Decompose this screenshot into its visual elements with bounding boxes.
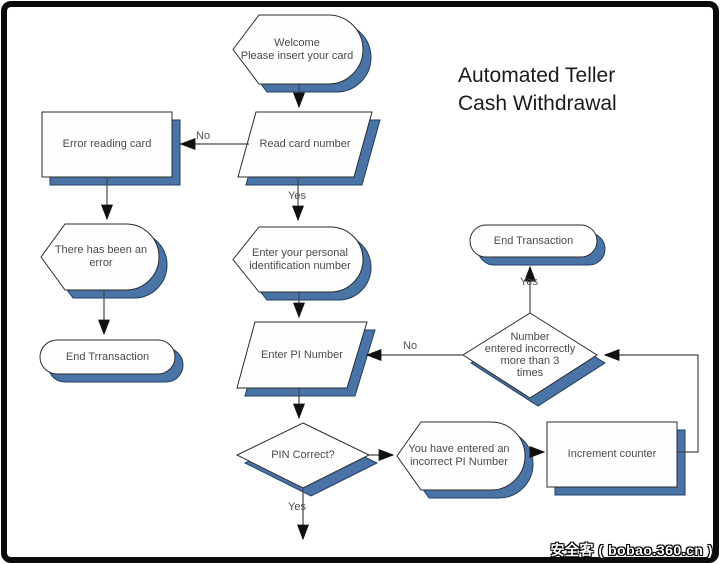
watermark-text: 安全客 ( bobao.360.cn ) [550, 542, 713, 558]
edge-label-retry-yes: Yes [520, 276, 538, 288]
node-pin-correct-label: PIN Correct? [271, 449, 335, 461]
node-error-card-label: Error reading card [62, 138, 152, 150]
edge-label-read-yes: Yes [288, 190, 306, 202]
node-read-card-label: Read card number [259, 138, 351, 150]
node-retry-check-label: Number entered incorrectly more than 3 t… [484, 331, 576, 379]
node-end-right-shape [469, 224, 606, 266]
node-welcome-label: Welcome Please insert your card [240, 36, 354, 62]
node-end-right-label: End Transaction [493, 234, 574, 247]
node-retry-check-shape [462, 312, 606, 407]
node-end-left-label: End Trransaction [65, 350, 150, 363]
node-pin-prompt-label: Enter your personal identification numbe… [249, 246, 351, 272]
node-enter-pi-shape [236, 321, 376, 397]
edge-label-pin-yes: Yes [288, 501, 306, 513]
connectors [98, 85, 699, 541]
edge-label-retry-no: No [403, 340, 418, 352]
node-pin-correct-shape [235, 422, 379, 497]
node-welcome-shape [232, 14, 372, 93]
node-increment-shape [546, 421, 686, 496]
edge-label-read-no: No [196, 130, 211, 142]
node-error-message-label: There has been an error [54, 244, 148, 269]
node-error-message-shape [40, 223, 168, 299]
node-end-left-shape [39, 339, 184, 383]
node-incorrect-pi-label: You have entered an incorrect PI Number [408, 443, 510, 468]
node-incorrect-pi-shape [396, 421, 534, 499]
node-increment-label: Increment counter [567, 448, 657, 460]
node-error-card-shape [41, 111, 181, 186]
node-enter-pi-label: Enter PI Number [261, 348, 343, 361]
node-pin-prompt-shape [232, 226, 372, 301]
diagram-title: Automated Teller Cash Withdrawal [458, 64, 617, 115]
connector-increment-retrycheck [603, 349, 699, 453]
node-read-card-shape [237, 111, 381, 186]
